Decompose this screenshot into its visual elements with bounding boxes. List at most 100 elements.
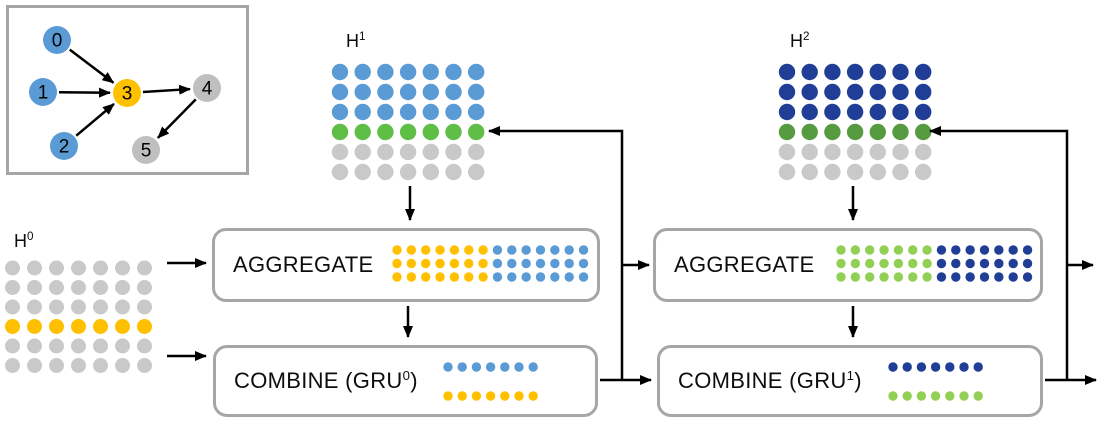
combine-0-dot — [443, 362, 453, 372]
aggregate-0-dot — [492, 272, 503, 282]
aggregate-0-dot — [392, 245, 402, 255]
h2-matrix-dot — [778, 63, 796, 81]
h0-matrix-dot — [93, 338, 108, 354]
h1-matrix-dot — [422, 143, 439, 161]
h1-matrix-dot — [377, 123, 394, 141]
h1-matrix-dot — [399, 143, 417, 161]
h2-matrix-dot — [915, 103, 932, 121]
aggregate-0-dot — [492, 245, 503, 255]
combine-layer0-label: COMBINE (GRU0) — [234, 368, 418, 394]
aggregate-0-dot — [521, 245, 531, 255]
aggregate-1-dot — [908, 272, 918, 282]
aggregate-0-dot — [406, 272, 417, 282]
combine-1-dot — [902, 362, 912, 372]
h2-matrix-dot — [801, 63, 818, 81]
graph-node-label-4: 4 — [202, 79, 213, 100]
h2-matrix-dot — [801, 103, 818, 121]
h1-matrix-dot — [468, 63, 485, 81]
combine-layer0-label-sup: 0 — [402, 367, 411, 383]
h0-matrix-dot — [115, 299, 130, 315]
h0-matrix-dot — [115, 358, 130, 373]
h0-matrix-dot — [71, 319, 86, 334]
arrow-combine0-feedback-to-h1 — [488, 126, 624, 380]
h1-matrix-dot — [377, 63, 394, 81]
h0-matrix-dot — [71, 280, 86, 295]
graph-node-label-1: 1 — [38, 83, 49, 104]
combine-1-dot — [959, 362, 969, 372]
combine-layer0-label-close: ) — [410, 368, 418, 394]
h2-matrix-dot — [915, 163, 932, 181]
h1-matrix-dot — [468, 123, 485, 141]
h1-matrix-dot — [468, 163, 485, 181]
aggregate-1-dot — [1022, 258, 1033, 269]
h1-matrix-dot — [422, 63, 439, 81]
h1-matrix-dot — [422, 163, 439, 181]
aggregate-1-dot — [879, 272, 889, 282]
aggregate-0-dot — [478, 272, 488, 282]
h2-matrix-dot — [892, 163, 909, 181]
aggregate-0-dot — [521, 272, 531, 282]
graph-node-2 — [50, 132, 78, 160]
aggregate-1-dot — [893, 272, 904, 282]
h0-matrix-dot — [137, 299, 152, 315]
h2-matrix-dot — [824, 63, 841, 81]
aggregate-1-dot — [850, 258, 861, 269]
h2-matrix-dot — [801, 123, 818, 141]
aggregate-layer1-label-text: AGGREGATE — [674, 252, 815, 278]
graph-edge-2-3 — [75, 102, 115, 137]
h0-matrix-dot — [93, 299, 108, 315]
aggregate-0-dot — [578, 272, 589, 282]
h2-matrix-dot — [778, 163, 796, 181]
h0-label: H0 — [14, 230, 34, 252]
h2-matrix-dot — [869, 63, 886, 81]
graph-node-label-5: 5 — [141, 141, 152, 162]
aggregate-0-dot — [535, 258, 546, 269]
aggregate-0-dot — [507, 258, 517, 269]
combine-box-layer1: COMBINE (GRU1) — [657, 345, 1043, 417]
h1-matrix-dot — [445, 63, 462, 81]
graph-node-4 — [193, 74, 221, 102]
aggregate-1-dot — [965, 245, 975, 255]
h0-matrix-dot — [49, 299, 64, 315]
h1-matrix-dot — [445, 83, 462, 101]
aggregate-0-dot — [421, 272, 431, 282]
aggregate-1-dot — [836, 272, 846, 282]
h1-matrix-dot — [422, 123, 439, 141]
aggregate-0-dot — [550, 245, 560, 255]
h2-matrix-dot — [801, 143, 818, 161]
aggregate-0-dot — [435, 245, 445, 255]
h1-label-base: H — [346, 31, 359, 51]
aggregate-1-dot — [879, 245, 889, 255]
h2-matrix-dot — [892, 83, 909, 101]
combine-1-dot — [916, 362, 927, 372]
combine-0-dot — [500, 391, 510, 401]
graph-node-label-2: 2 — [59, 137, 70, 158]
h2-matrix-dot — [869, 143, 886, 161]
aggregate-1-dot — [908, 245, 918, 255]
h1-matrix-dot — [377, 83, 394, 101]
h2-matrix-dot — [824, 123, 841, 141]
aggregate-1-dot — [865, 258, 875, 269]
aggregate-1-dot — [951, 258, 961, 269]
combine-1-dot — [888, 391, 898, 401]
aggregate-0-dot — [464, 258, 474, 269]
h1-matrix-dot — [331, 123, 349, 141]
combine-0-dot — [514, 362, 524, 372]
h2-matrix-dot — [869, 103, 886, 121]
aggregate-0-dot — [492, 258, 503, 269]
h2-matrix-dot — [892, 63, 909, 81]
aggregate-1-dot — [922, 245, 932, 255]
h1-matrix-dot — [422, 83, 439, 101]
combine-0-dot — [485, 362, 496, 372]
h2-matrix-dot — [846, 163, 864, 181]
h1-matrix-dot — [331, 163, 349, 181]
h1-matrix-dot — [354, 103, 371, 121]
h1-matrix-dot — [331, 103, 349, 121]
h2-label: H2 — [790, 30, 810, 52]
aggregate-1-dot — [979, 272, 990, 282]
h0-matrix-dot — [5, 280, 20, 295]
h0-matrix-dot — [5, 358, 20, 373]
h0-matrix-dot — [137, 260, 152, 276]
aggregate-0-dot — [507, 272, 517, 282]
